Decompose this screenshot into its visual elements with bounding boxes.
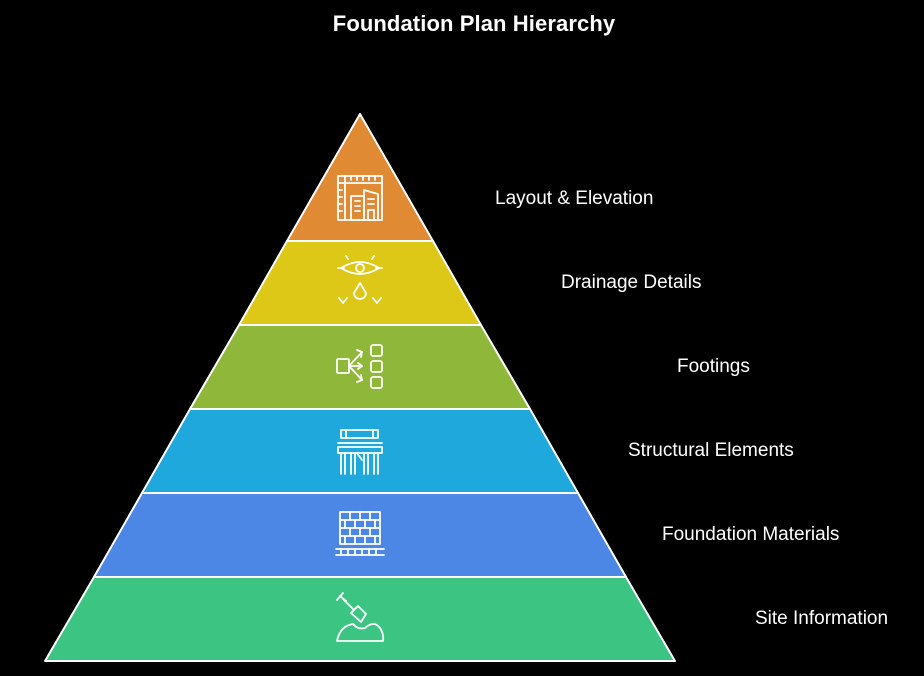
- level-label-foundation-materials: Foundation Materials: [662, 524, 840, 545]
- tier-site-information: [44, 576, 676, 662]
- level-label-drainage-details: Drainage Details: [561, 272, 702, 293]
- eye-drainage-drops-icon: [337, 255, 383, 304]
- brick-wall-icon: [335, 511, 385, 556]
- tier-structural-elements: [141, 408, 579, 494]
- level-label-site-information: Site Information: [755, 608, 889, 629]
- shovel-soil-icon: [336, 592, 385, 642]
- level-label-structural-elements: Structural Elements: [628, 440, 794, 461]
- diagram-title: Foundation Plan Hierarchy: [332, 11, 616, 36]
- level-label-footings: Footings: [677, 356, 750, 377]
- flow-distribution-icon: [336, 344, 383, 389]
- tier-layout-elevation: [286, 113, 434, 242]
- blueprint-building-icon: [337, 175, 383, 221]
- columns-structure-icon: [337, 429, 383, 475]
- level-label-layout-elevation: Layout & Elevation: [495, 188, 654, 209]
